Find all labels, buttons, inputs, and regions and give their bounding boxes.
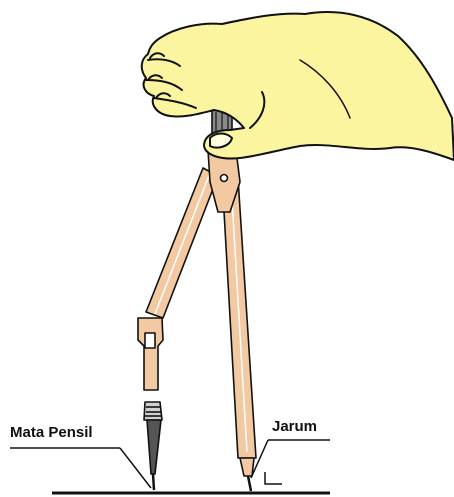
pencil-tip bbox=[147, 420, 161, 474]
compass-icon bbox=[138, 108, 256, 491]
pencil-holder bbox=[138, 318, 163, 390]
hand-icon bbox=[142, 12, 454, 160]
compass-needle bbox=[240, 458, 254, 476]
right-angle-mark bbox=[265, 472, 282, 484]
label-pencil-tip: Mata Pensil bbox=[10, 424, 93, 441]
label-needle: Jarum bbox=[272, 418, 317, 435]
hand-outline bbox=[142, 12, 454, 160]
pencil-clamp bbox=[144, 402, 162, 420]
